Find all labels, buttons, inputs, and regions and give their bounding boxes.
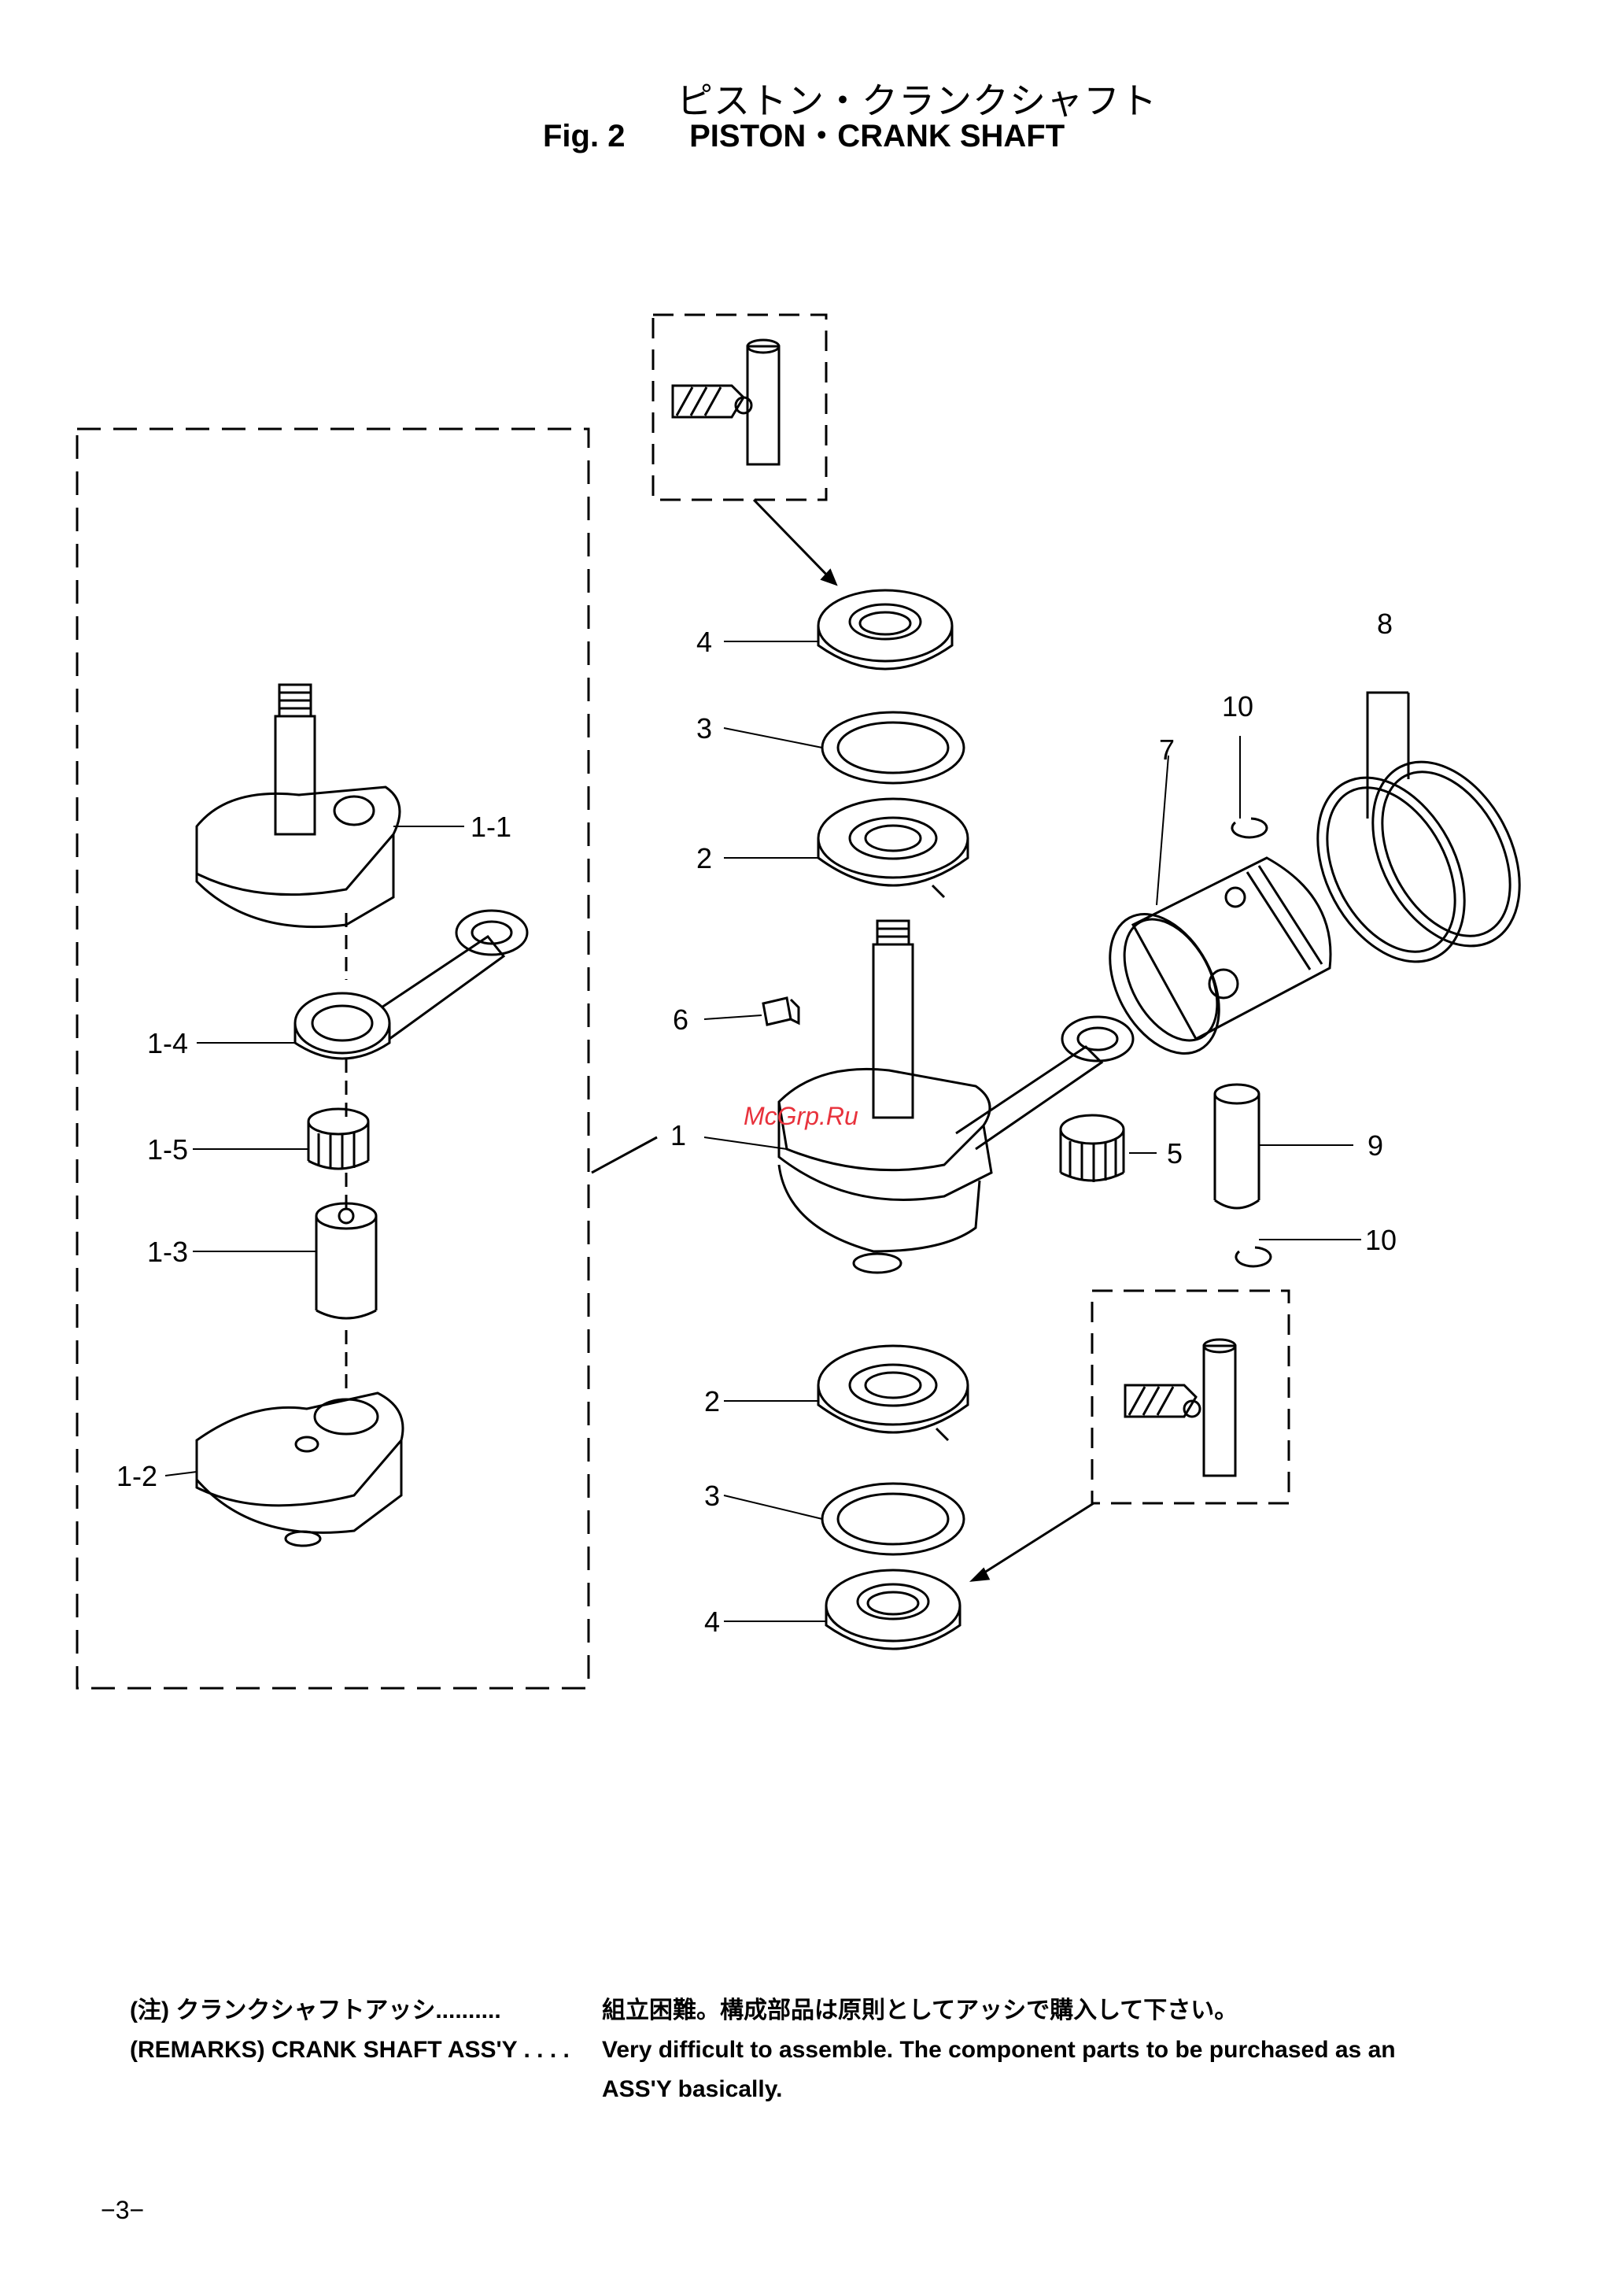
part-2-bearing-bottom [818, 1346, 968, 1440]
part-3-washer-bottom [822, 1484, 964, 1554]
part-3-washer-top [822, 712, 964, 783]
remark-english-continued: ASS'Y basically. [130, 2070, 1396, 2109]
part-4-oil-seal-top [818, 590, 952, 669]
label-part-10-bottom: 10 [1365, 1224, 1397, 1256]
part-1-2-crank-lower [197, 1393, 403, 1546]
part-8-piston-rings [1288, 693, 1549, 987]
part-1-3-crank-pin [316, 1203, 376, 1318]
page-number: −3− [101, 2196, 144, 2225]
detail-top-shaft-sketch [673, 340, 779, 464]
label-part-8: 8 [1377, 608, 1393, 640]
remark-jp-text: 組立困難。構成部品は原則としてアッシで購入して下さい。 [602, 1998, 1238, 2023]
part-7-piston [1087, 858, 1331, 1072]
detail-bottom-shaft-sketch [1125, 1340, 1235, 1476]
part-9-piston-pin [1215, 1085, 1259, 1208]
remark-english: (REMARKS) CRANK SHAFT ASS'Y . . . .Very … [130, 2031, 1396, 2070]
label-part-6: 6 [673, 1003, 688, 1036]
label-part-10-top: 10 [1222, 690, 1253, 722]
remark-japanese: (注) クランクシャフトアッシ..........組立困難。構成部品は原則として… [130, 1991, 1396, 2031]
label-part-7: 7 [1159, 734, 1175, 766]
label-part-1-5: 1-5 [147, 1133, 188, 1166]
remarks-block: (注) クランクシャフトアッシ..........組立困難。構成部品は原則として… [130, 1991, 1396, 2109]
part-1-1-crank-upper [197, 685, 400, 927]
label-part-1-2: 1-2 [116, 1460, 157, 1492]
label-part-2-top: 2 [696, 842, 712, 874]
label-part-1-3: 1-3 [147, 1236, 188, 1268]
label-part-5: 5 [1167, 1137, 1183, 1170]
part-1-4-connecting-rod [295, 911, 527, 1059]
label-part-1: 1 [670, 1119, 686, 1151]
label-part-9: 9 [1367, 1129, 1383, 1162]
part-5-needle-bearing [1061, 1115, 1124, 1182]
part-10-circlip-top [1232, 819, 1267, 837]
remark-en-text: Very difficult to assemble. The componen… [602, 2037, 1396, 2063]
label-part-3-bottom: 3 [704, 1480, 720, 1512]
part-1-crankshaft-assy [779, 921, 1133, 1273]
label-part-1-1: 1-1 [471, 811, 511, 843]
label-part-2-bottom: 2 [704, 1385, 720, 1417]
detail-box-top [653, 315, 826, 500]
label-part-3-top: 3 [696, 712, 712, 745]
part-10-circlip-bottom [1236, 1247, 1271, 1266]
assy-leader-line [592, 1137, 657, 1173]
arrow-top-line [754, 500, 834, 582]
remark-jp-label: (注) クランクシャフトアッシ.......... [130, 1991, 602, 2031]
remark-en-label: (REMARKS) CRANK SHAFT ASS'Y . . . . [130, 2031, 602, 2070]
part-2-bearing-top [818, 799, 968, 897]
watermark: McGrp.Ru [744, 1102, 858, 1131]
part-1-5-needle-bearing [308, 1109, 368, 1170]
label-part-4-bottom: 4 [704, 1606, 720, 1638]
label-part-1-4: 1-4 [147, 1027, 188, 1059]
detail-box-bottom [1092, 1291, 1289, 1503]
arrow-bottom-line [976, 1503, 1094, 1578]
part-6-key [763, 998, 799, 1025]
label-part-4-top: 4 [696, 626, 712, 658]
part-4-oil-seal-bottom [826, 1570, 960, 1649]
